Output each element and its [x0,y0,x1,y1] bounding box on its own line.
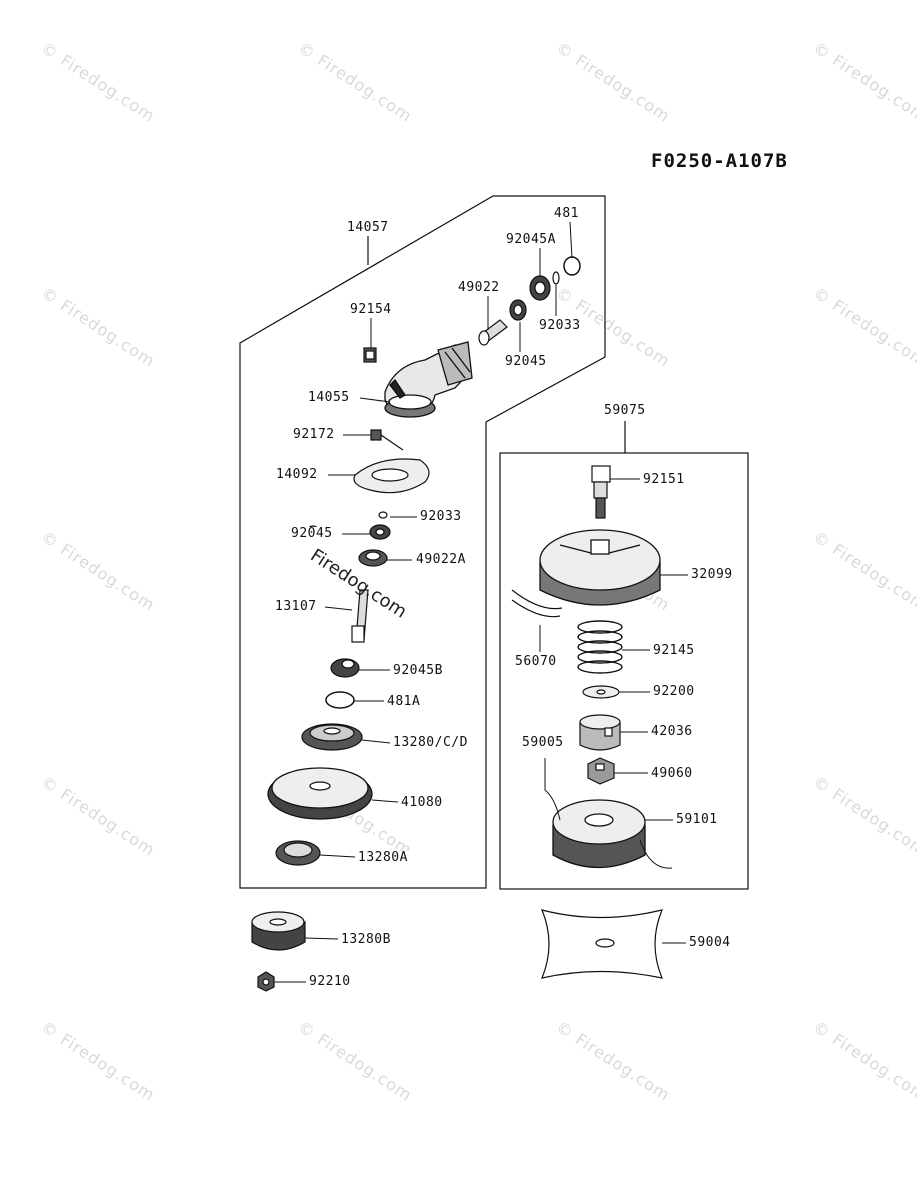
label-14092: 14092 [275,467,319,482]
label-92154: 92154 [349,302,393,317]
label-49022a: 49022A [415,552,467,567]
pinion-49022-part [478,319,508,346]
screw-92172-part [370,429,404,451]
nut-92210-part [257,971,275,992]
label-92045b: 92045B [392,663,444,678]
label-92045-top: 92045 [504,354,548,369]
label-92145: 92145 [652,643,696,658]
bolt-92154-part [363,347,377,363]
spool-59101-part [552,799,646,869]
holder-13280b-part [251,911,306,951]
ring-92033-mid-part [378,511,388,519]
label-41080: 41080 [400,795,444,810]
gear-49022a-part [358,549,388,567]
washer-92200-part [582,685,620,699]
spool-body-32099-part [539,529,661,606]
label-32099: 32099 [690,567,734,582]
label-13280cd: 13280/C/D [392,735,469,750]
ring-92033-top-part [552,271,560,285]
holder-13280a-part [275,840,321,866]
nut-49060-part [587,757,615,785]
label-59004: 59004 [688,935,732,950]
line-59005-part [544,758,673,869]
label-92033-top: 92033 [538,318,582,333]
bearing-92045-top-part [509,299,527,321]
diagram-code: F0250-A107B [651,150,788,172]
label-56070: 56070 [514,654,558,669]
bearing-92045b-part [330,658,360,678]
label-59101: 59101 [675,812,719,827]
gear-case-group-outline [239,195,606,889]
label-13107: 13107 [274,599,318,614]
label-42036: 42036 [650,724,694,739]
label-92210: 92210 [308,974,352,989]
snap-ring-481a-part [325,691,355,709]
label-92172: 92172 [292,427,336,442]
leader-lines [274,221,688,983]
bolt-92151-part [591,465,611,519]
bearing-92045a-part [529,275,551,301]
guard-plate-14092-part [353,458,430,494]
blade-59004-part [540,909,664,979]
label-92151: 92151 [642,472,686,487]
label-481a: 481A [386,694,422,709]
shaft-13107-part [351,589,369,643]
spring-92145-part [577,620,623,674]
bushing-42036-part [579,714,621,751]
holder-13280cd-part [301,723,363,751]
label-92033-mid: 92033 [419,509,463,524]
label-14055: 14055 [307,390,351,405]
label-59075: 59075 [603,403,647,418]
label-92045-mid: 92045 [290,526,334,541]
gear-case-part [384,341,473,418]
cup-41080-part [267,767,373,820]
label-14057: 14057 [346,220,390,235]
spool-head-group-box [499,452,749,890]
snap-ring-481-part [563,256,581,276]
label-13280b: 13280B [340,932,392,947]
label-49022: 49022 [457,280,501,295]
label-59005: 59005 [521,735,565,750]
label-92200: 92200 [652,684,696,699]
label-481: 481 [553,206,580,221]
label-49060: 49060 [650,766,694,781]
label-92045a: 92045A [505,232,557,247]
label-13280a: 13280A [357,850,409,865]
trimmer-line-56070-part [511,589,563,618]
